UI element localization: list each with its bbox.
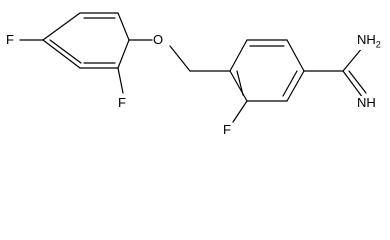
atom-label-fluorine: F xyxy=(223,122,231,137)
bond xyxy=(229,39,248,72)
atom-label-fluorine: F xyxy=(118,95,126,110)
bond xyxy=(232,100,248,123)
bond xyxy=(342,46,364,72)
bond xyxy=(117,12,130,41)
bond xyxy=(286,70,305,102)
bond xyxy=(169,45,191,72)
bond xyxy=(282,70,298,97)
atom-label-amine: NH2 xyxy=(357,32,381,50)
structure-diagram: F F O F NH2 NH xyxy=(6,12,381,137)
subscript-two: 2 xyxy=(375,39,381,50)
bond xyxy=(342,70,364,99)
bond xyxy=(42,39,81,69)
bond xyxy=(348,70,367,94)
atom-label-imine: NH xyxy=(357,95,376,110)
bond xyxy=(117,67,124,94)
bond xyxy=(229,70,248,102)
bond xyxy=(49,39,82,64)
bond xyxy=(286,39,305,72)
atom-label-fluorine: F xyxy=(6,32,14,47)
bond xyxy=(117,39,130,69)
bond xyxy=(42,12,81,41)
atom-label-oxygen: O xyxy=(153,32,164,47)
bond-layer xyxy=(19,12,367,123)
bond xyxy=(236,70,244,96)
